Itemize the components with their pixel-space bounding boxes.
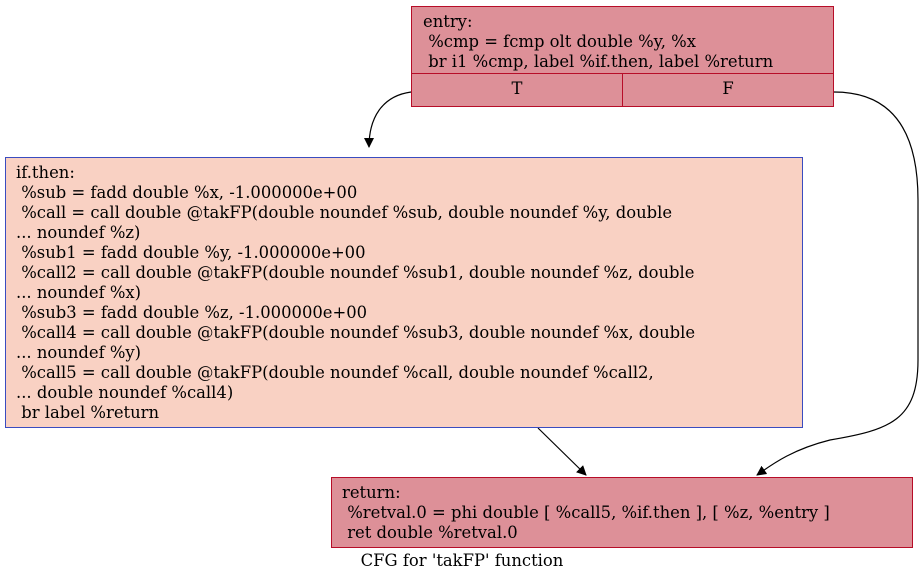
if-then-instruction: %call = call double @takFP(double nounde… (16, 203, 673, 222)
if-then-instruction: %call5 = call double @takFP(double nound… (16, 363, 654, 382)
if-then-instruction: %sub1 = fadd double %y, -1.000000e+00 (16, 243, 366, 262)
if-then-instruction: %call4 = call double @takFP(double nound… (16, 323, 696, 342)
entry-instruction: %cmp = fcmp olt double %y, %x (423, 32, 697, 51)
if-then-instruction: br label %return (16, 403, 160, 422)
if-then-label: if.then: (16, 163, 75, 182)
if-then-instruction: ... noundef %z) (16, 223, 141, 242)
return-instruction: %retval.0 = phi double [ %call5, %if.the… (342, 503, 830, 522)
entry-instruction: br i1 %cmp, label %if.then, label %retur… (423, 52, 774, 71)
if-then-instruction: ... double noundef %call4) (16, 383, 234, 402)
edge-entry-true-to-if-then (364, 91, 412, 148)
port-true: T (511, 79, 523, 98)
node-if-then: if.then: %sub = fadd double %x, -1.00000… (5, 157, 803, 428)
return-label: return: (342, 483, 401, 502)
node-entry: entry: %cmp = fcmp olt double %y, %x br … (411, 6, 834, 107)
if-then-instruction: ... noundef %y) (16, 343, 142, 362)
node-return: return: %retval.0 = phi double [ %call5,… (331, 477, 913, 548)
graph-caption: CFG for 'takFP' function (360, 551, 564, 570)
if-then-instruction: %sub = fadd double %x, -1.000000e+00 (16, 183, 358, 202)
if-then-instruction: %sub3 = fadd double %z, -1.000000e+00 (16, 303, 368, 322)
entry-label: entry: (423, 12, 473, 31)
if-then-instruction: ... noundef %x) (16, 283, 142, 302)
edge-entry-false-to-return (756, 91, 919, 476)
port-false: F (622, 74, 833, 106)
if-then-instruction: %call2 = call double @takFP(double nound… (16, 263, 695, 282)
return-instruction: ret double %retval.0 (342, 523, 518, 542)
edge-if-then-to-return (537, 427, 587, 476)
